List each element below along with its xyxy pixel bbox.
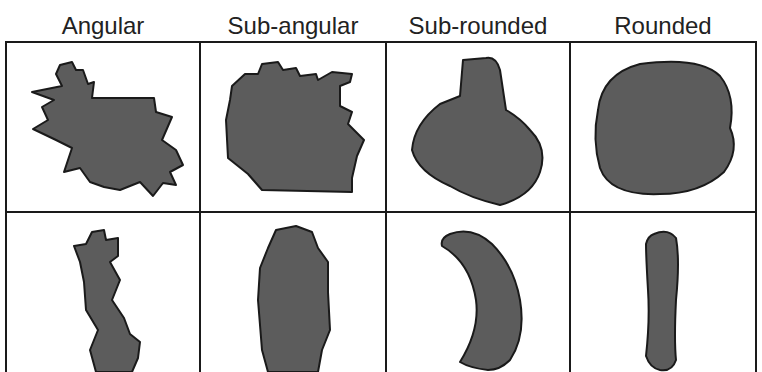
angular-elongate-grain	[74, 230, 140, 372]
table-grid	[6, 42, 756, 372]
column-heading: Angular	[62, 13, 145, 39]
rounded-elongate-grain	[646, 232, 678, 371]
subangular-grain	[226, 62, 364, 192]
column-heading: Sub-angular	[228, 13, 359, 39]
subrounded-elongate-grain	[442, 232, 522, 370]
angular-grain	[32, 62, 183, 196]
rounded-grain	[595, 62, 733, 194]
column-heading: Sub-rounded	[409, 13, 548, 39]
column-heading: Rounded	[614, 13, 711, 39]
subrounded-grain	[412, 58, 542, 205]
subangular-elongate-grain	[258, 226, 330, 372]
